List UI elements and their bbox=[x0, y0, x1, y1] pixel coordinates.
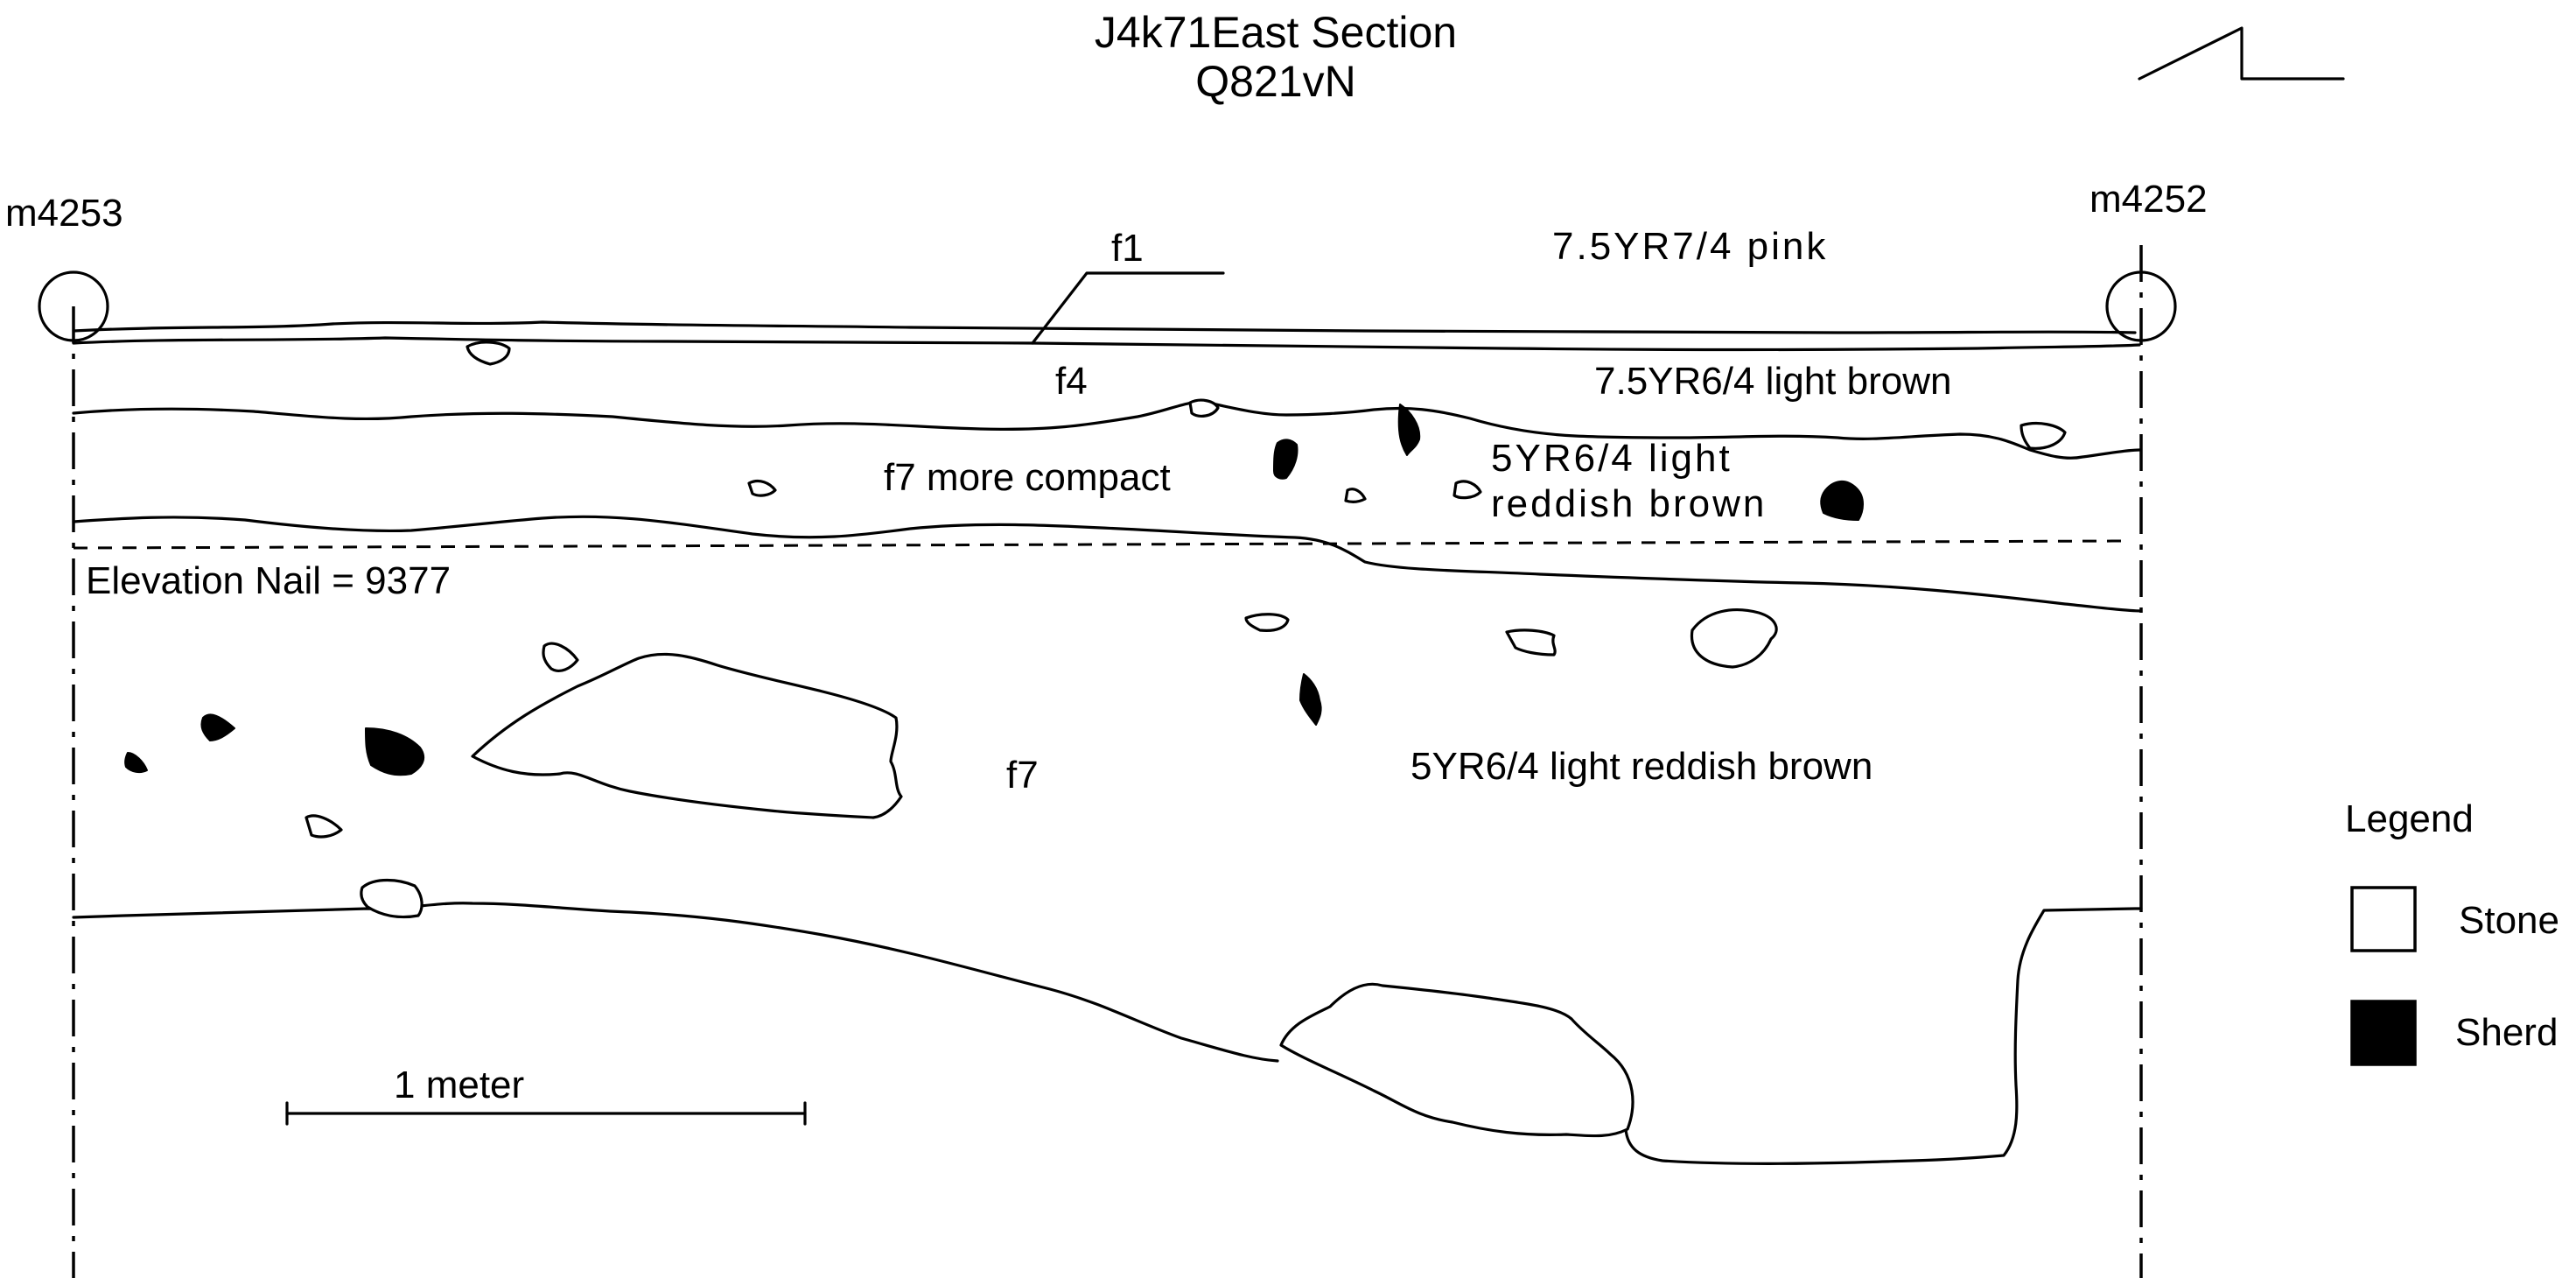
f7-lower-boundary bbox=[72, 902, 1279, 1063]
legend-title: Legend bbox=[2345, 797, 2474, 840]
f4-color-label: 7.5YR6/4 light brown bbox=[1594, 360, 1951, 403]
f7-compact-color-line2: reddish brown bbox=[1491, 482, 1767, 525]
stone bbox=[471, 652, 903, 819]
orientation-symbol bbox=[2138, 26, 2345, 81]
stone bbox=[304, 814, 343, 839]
stone bbox=[2020, 421, 2067, 450]
sherd bbox=[1820, 481, 1864, 521]
sherd bbox=[124, 752, 148, 774]
legend-stone-label: Stone bbox=[2459, 899, 2559, 942]
legend-stone-swatch bbox=[2350, 886, 2417, 952]
sherd bbox=[1397, 404, 1421, 456]
stone bbox=[1188, 398, 1220, 418]
sherds bbox=[124, 404, 1864, 776]
scale-bar-label: 1 meter bbox=[394, 1064, 524, 1106]
elevation-nail-line bbox=[73, 539, 2127, 550]
datum-left-label: m4253 bbox=[5, 192, 123, 235]
sherd bbox=[1299, 673, 1322, 726]
sherd bbox=[200, 713, 235, 741]
f7-compact-label: f7 more compact bbox=[884, 456, 1171, 499]
stones bbox=[304, 341, 2067, 1138]
f1-leader bbox=[1031, 271, 1225, 345]
surface-line bbox=[72, 320, 2137, 334]
stone bbox=[747, 479, 777, 497]
datum-right-label: m4252 bbox=[2090, 178, 2208, 221]
sherd bbox=[365, 727, 425, 776]
stone bbox=[1344, 488, 1367, 503]
legend-sherd-swatch bbox=[2350, 1000, 2417, 1066]
section-title: J4k71East Section bbox=[1095, 8, 1457, 57]
stone bbox=[1505, 628, 1557, 657]
stone bbox=[1690, 608, 1778, 669]
sherd bbox=[1273, 439, 1298, 480]
f1-label: f1 bbox=[1111, 227, 1144, 270]
f7-compact-lower-boundary bbox=[72, 515, 2143, 613]
pit-profile bbox=[1624, 907, 2143, 1165]
f4-lower-boundary bbox=[72, 400, 2141, 460]
stone bbox=[1452, 480, 1482, 500]
stone bbox=[360, 878, 424, 919]
f7-color-label: 5YR6/4 light reddish brown bbox=[1410, 745, 1872, 788]
f7-label: f7 bbox=[1006, 754, 1039, 797]
stone bbox=[466, 341, 511, 366]
f7-compact-color-line1: 5YR6/4 light bbox=[1491, 437, 1732, 480]
f1-lower-boundary bbox=[72, 336, 2141, 352]
legend-sherd-label: Sherd bbox=[2455, 1011, 2558, 1054]
stone bbox=[542, 642, 579, 672]
section-subtitle: Q821vN bbox=[1195, 57, 1355, 106]
stone bbox=[1244, 613, 1290, 632]
scale-bar: 1 meter bbox=[285, 1064, 807, 1126]
f4-label: f4 bbox=[1055, 360, 1088, 403]
f1-color-label: 7.5YR7/4 pink bbox=[1552, 225, 1828, 268]
elevation-nail-label: Elevation Nail = 9377 bbox=[86, 559, 451, 602]
stone bbox=[1279, 982, 1634, 1138]
legend: Legend Stone Sherd bbox=[2345, 797, 2559, 1066]
